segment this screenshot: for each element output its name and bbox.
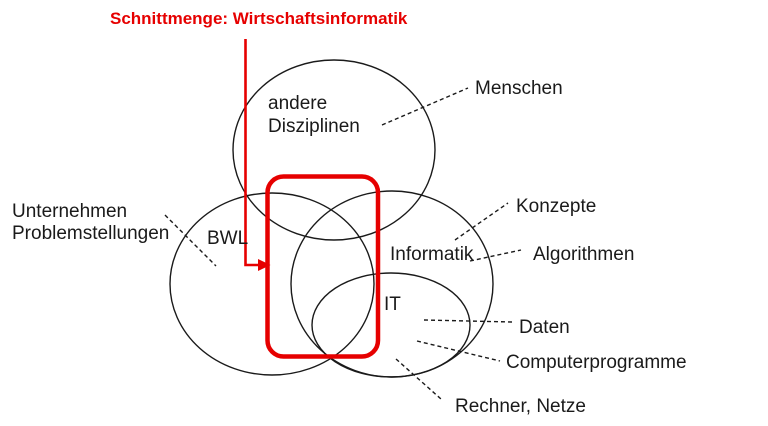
intersection-arrow-head-icon — [258, 259, 271, 271]
callout-line-rechner-netze — [395, 358, 442, 400]
label-rechner-netze: Rechner, Netze — [455, 396, 586, 417]
label-andere-disziplinen-line1: andere — [268, 93, 327, 114]
label-bwl: BWL — [207, 228, 248, 249]
label-unternehmen: Unternehmen — [12, 201, 127, 222]
label-problemstellungen: Problemstellungen — [12, 223, 169, 244]
callout-line-konzepte — [454, 202, 509, 241]
callout-line-menschen — [381, 87, 469, 126]
label-andere-disziplinen-line2: Disziplinen — [268, 116, 360, 137]
diagram-labels: andere Disziplinen BWL Informatik IT Men… — [12, 78, 687, 417]
callout-line-algorithmen — [469, 249, 522, 262]
callout-line-computerprogramme — [416, 340, 501, 362]
callout-line-daten — [423, 319, 513, 323]
circle-bwl — [169, 192, 375, 376]
intersection-arrow-line — [244, 39, 258, 267]
label-algorithmen: Algorithmen — [533, 244, 634, 265]
circle-it — [311, 272, 471, 378]
callout-line-unternehmen — [164, 214, 217, 267]
callout-connectors — [164, 87, 522, 400]
venn-circles — [169, 59, 494, 378]
page-title: Schnittmenge: Wirtschaftsinformatik — [110, 9, 408, 28]
label-it: IT — [384, 294, 401, 315]
label-computerprogramme: Computerprogramme — [506, 352, 687, 373]
circle-andere-disziplinen — [232, 59, 436, 241]
label-informatik: Informatik — [390, 244, 474, 265]
label-menschen: Menschen — [475, 78, 563, 99]
label-daten: Daten — [519, 317, 570, 338]
label-konzepte: Konzepte — [516, 196, 596, 217]
intersection-highlight-rect — [265, 174, 381, 359]
